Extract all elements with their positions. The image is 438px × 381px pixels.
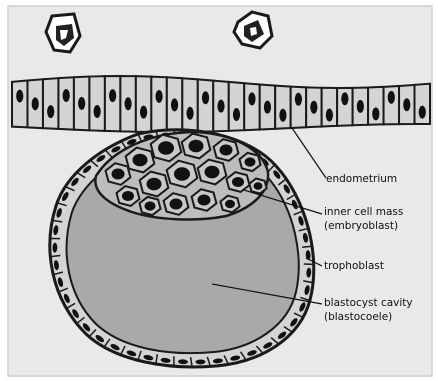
inner-cell-nucleus — [232, 177, 244, 187]
blastocyst — [50, 130, 314, 367]
endometrium-cell-nucleus — [233, 108, 240, 121]
endometrium-cell — [105, 76, 120, 131]
endometrium-cell-nucleus — [279, 109, 286, 122]
label-blastocoele: (blastocoele) — [324, 311, 392, 324]
inner-cell-nucleus — [122, 191, 134, 201]
endometrium-cell-nucleus — [217, 100, 224, 113]
endometrium-cell-nucleus — [202, 91, 209, 104]
endometrium-cell-nucleus — [125, 97, 132, 110]
inner-cell-nucleus — [189, 140, 204, 153]
inner-cell-nucleus — [147, 178, 162, 191]
inner-cell-nucleus — [145, 201, 156, 210]
endometrium-cell-nucleus — [388, 91, 395, 104]
endometrium-cell — [182, 78, 197, 132]
endometrium-cell-nucleus — [295, 93, 302, 106]
endometrium-cell-nucleus — [264, 101, 271, 114]
inner-cell-nucleus — [205, 166, 220, 179]
endometrium-cell — [43, 78, 58, 129]
endometrium-cell-nucleus — [372, 107, 379, 120]
endometrium-cell-nucleus — [155, 90, 162, 103]
endometrium-cell-nucleus — [403, 98, 410, 111]
endometrium-cell — [58, 77, 73, 129]
endometrium-cell-nucleus — [326, 109, 333, 122]
endometrium-cell — [229, 82, 244, 131]
endometrium-cell-nucleus — [140, 106, 147, 119]
endometrium-cell-nucleus — [357, 100, 364, 113]
label-inner-cell-mass: inner cell mass — [324, 206, 403, 219]
endometrium-cell-nucleus — [78, 97, 85, 110]
label-trophoblast: trophoblast — [324, 260, 384, 273]
endometrium-cell — [151, 77, 166, 132]
endometrium-cell-nucleus — [419, 106, 426, 119]
endometrium-cell — [89, 76, 104, 131]
inner-cell-nucleus — [245, 157, 256, 166]
endometrium-cell — [12, 81, 27, 128]
inner-cell-nucleus — [170, 199, 183, 210]
inner-cell-nucleus — [225, 200, 235, 208]
endometrium-cell-nucleus — [310, 101, 317, 114]
endometrium-cell-nucleus — [63, 89, 70, 102]
inner-cell-nucleus — [158, 141, 174, 154]
free-cell-left — [46, 14, 80, 52]
endometrium-cell-nucleus — [341, 92, 348, 105]
endometrium-cell-nucleus — [109, 89, 116, 102]
endometrium-cell-nucleus — [16, 90, 23, 103]
endometrium-cell — [198, 79, 213, 131]
label-endometrium: endometrium — [326, 173, 397, 186]
label-embryoblast: (embryoblast) — [324, 220, 398, 233]
endometrium-cell — [291, 87, 306, 128]
endometrium-cell — [136, 76, 151, 132]
endometrium-cell-nucleus — [186, 107, 193, 120]
inner-cell-nucleus — [198, 195, 211, 206]
endometrium-cell — [244, 83, 259, 130]
inner-cell-nucleus — [133, 154, 148, 167]
endometrium-cell-nucleus — [248, 92, 255, 105]
endometrium-cell-nucleus — [171, 98, 178, 111]
inner-cell-nucleus — [112, 169, 125, 180]
inner-cell-nucleus — [174, 167, 190, 180]
endometrium-cell-nucleus — [94, 105, 101, 118]
endometrium-cell — [275, 86, 290, 129]
endometrium-cell-nucleus — [47, 105, 54, 118]
trophoblast-cell-wall — [302, 246, 312, 247]
inner-cell-nucleus — [254, 182, 263, 190]
label-blastocyst-cavity: blastocyst cavity — [324, 297, 413, 310]
endometrium-cell-nucleus — [32, 97, 39, 110]
inner-cell-nucleus — [220, 145, 233, 156]
